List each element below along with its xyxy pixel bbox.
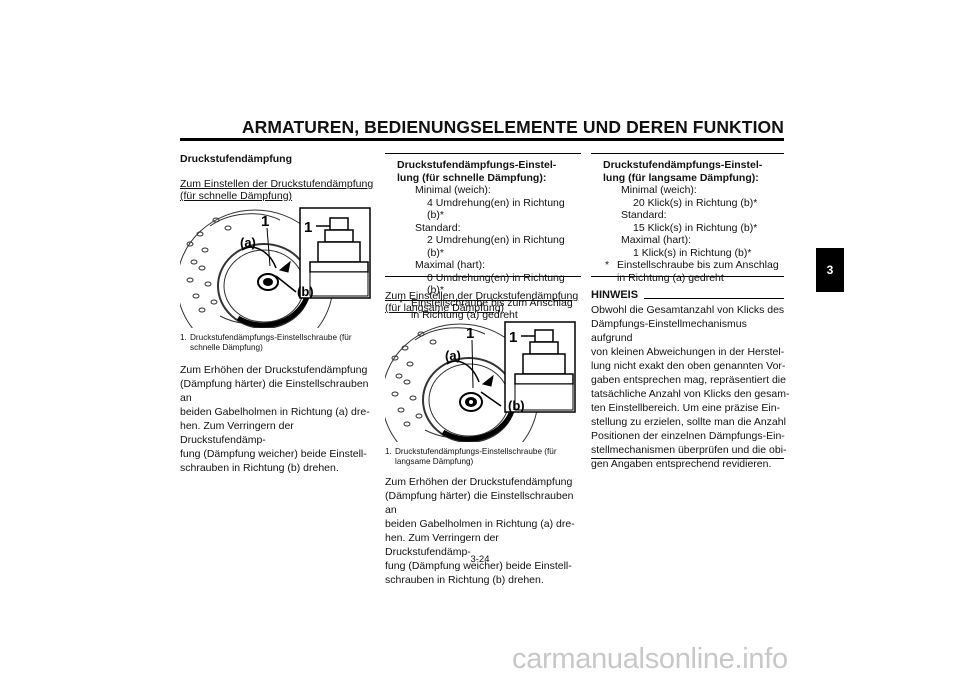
subheading-slow-line1: Zum Einstellen der Druckstufendämpfung	[385, 290, 579, 302]
callout-1-inset: 1	[509, 329, 517, 346]
body-line: hen. Zum Verringern der Druckstufendämp-	[180, 420, 294, 446]
hinweis-top-rule	[644, 298, 784, 299]
hinweis-bottom-rule	[591, 458, 784, 459]
callout-b: (b)	[297, 284, 314, 299]
spec-min-value: 20 Klick(s) in Richtung (b)*	[633, 196, 758, 209]
caption-number: 1.	[385, 447, 392, 456]
hinweis-line: von kleinen Abweichungen in der Herstel-	[591, 346, 785, 358]
chapter-tab: 3	[816, 248, 844, 292]
fork-cap-drawing	[441, 392, 516, 442]
caption-line1: Druckstufendämpfungs-Einstellschraube (f…	[395, 447, 557, 456]
spec-box-title-line2: lung (für langsame Dämpfung):	[603, 171, 759, 184]
hinweis-line: gaben entsprechen mag, repräsentiert die	[591, 374, 786, 386]
header-rule	[180, 138, 784, 141]
hinweis-line: stellung zu erzielen, sollte man die Anz…	[591, 416, 786, 428]
body-line: (Dämpfung härter) die Einstellschrauben …	[180, 378, 369, 404]
body-paragraph-slow: Zum Erhöhen der Druckstufendämpfung (Däm…	[385, 475, 585, 587]
body-line: fung (Dämpfung weicher) beide Einstell-	[180, 448, 367, 460]
spec-box-fast-damping: Druckstufendämpfungs-Einstel- lung (für …	[385, 153, 581, 321]
hinweis-line: Dämpfungs-Einstellmechanismus aufgrund	[591, 318, 747, 344]
hinweis-line: lung nicht exakt den oben genannten Vor-	[591, 360, 786, 372]
spec-box-title-line1: Druckstufendämpfungs-Einstel-	[397, 159, 557, 171]
hinweis-line: Positionen der einzelnen Dämpfungs-Ein-	[591, 430, 785, 442]
spec-min-label: Minimal (weich):	[621, 184, 697, 196]
figure-caption-slow: 1.Druckstufendämpfungs-Einstellschraube …	[385, 447, 575, 467]
caption-line2: schnelle Dämpfung)	[190, 343, 263, 352]
callout-a: (a)	[445, 348, 461, 363]
fork-cap-drawing	[236, 273, 311, 328]
body-line: Zum Erhöhen der Druckstufendämpfung	[385, 476, 573, 488]
spec-std-label: Standard:	[621, 209, 667, 221]
callout-1-main: 1	[466, 325, 474, 342]
spec-max-value: 0 Umdrehung(en) in Richtung (b)*	[427, 271, 565, 297]
inset-cap-drawing	[299, 207, 371, 299]
inset-cap-drawing	[504, 321, 576, 413]
callout-b: (b)	[508, 398, 525, 413]
body-line: Zum Erhöhen der Druckstufendämpfung	[180, 364, 368, 376]
spec-max-label: Maximal (hart):	[621, 234, 692, 246]
page-header-title: ARMATUREN, BEDIENUNGSELEMENTE UND DEREN …	[241, 117, 784, 137]
hinweis-line: Obwohl die Gesamtanzahl von Klicks des	[591, 304, 785, 316]
caption-number: 1.	[180, 333, 187, 342]
spec-std-value: 2 Umdrehung(en) in Richtung (b)*	[427, 234, 565, 259]
body-paragraph-fast: Zum Erhöhen der Druckstufendämpfung (Däm…	[180, 363, 380, 475]
spec-std-value: 15 Klick(s) in Richtung (b)*	[633, 221, 758, 234]
hinweis-line: tatsächliche Anzahl von Klicks den gesam…	[591, 388, 790, 400]
fast-damping-adjuster-illustration: 1 1 (a) (b)	[180, 207, 371, 328]
hinweis-label: HINWEIS	[591, 289, 639, 301]
figure-caption-fast: 1.Druckstufendämpfungs-Einstellschraube …	[180, 333, 370, 353]
body-line: schrauben in Richtung (b) drehen.	[385, 574, 544, 586]
spec-note: * Einstellschraube bis zum Anschlag	[397, 297, 581, 310]
hinweis-line: ten Einstellbereich. Um eine präzise Ein…	[591, 402, 781, 414]
spec-note-line2: in Richtung (a) gedreht	[411, 309, 518, 321]
spec-note-asterisk: *	[399, 296, 404, 309]
caption-line2: langsame Dämpfung)	[395, 457, 474, 466]
body-line: hen. Zum Verringern der Druckstufendämp-	[385, 532, 499, 558]
section-heading: Druckstufendämpfung	[180, 153, 293, 165]
spec-min-value: 4 Umdrehung(en) in Richtung (b)*	[427, 196, 565, 222]
spec-note-continued: in Richtung (a) gedreht	[603, 272, 784, 285]
spec-note-line2: in Richtung (a) gedreht	[617, 271, 724, 284]
spec-note: * Einstellschraube bis zum Anschlag	[603, 259, 784, 272]
callout-1-inset: 1	[304, 219, 312, 236]
callout-1-main: 1	[261, 213, 269, 230]
spec-box-title-line2: lung (für schnelle Dämpfung):	[397, 171, 547, 184]
spec-note-continued: in Richtung (a) gedreht	[397, 309, 581, 322]
spec-box-title-line1: Druckstufendämpfungs-Einstel-	[603, 159, 763, 171]
subheading-fast-line1: Zum Einstellen der Druckstufendämpfung	[180, 178, 374, 190]
body-line: (Dämpfung härter) die Einstellschrauben …	[385, 490, 574, 516]
chapter-tab-number: 3	[826, 263, 834, 277]
subheading-slow-line2: (für langsame Dämpfung)	[385, 302, 505, 314]
hinweis-line: gen Angaben entsprechend revidieren.	[591, 458, 772, 470]
body-line: beiden Gabelholmen in Richtung (a) dre-	[180, 406, 370, 418]
spec-note-line1: Einstellschraube bis zum Anschlag	[411, 296, 573, 309]
spec-box-slow-damping: Druckstufendämpfungs-Einstel- lung (für …	[591, 153, 784, 284]
body-line: beiden Gabelholmen in Richtung (a) dre-	[385, 518, 575, 530]
hinweis-line: stellmechanismen überprüfen und die obi-	[591, 444, 787, 456]
subheading-fast-line2: (für schnelle Dämpfung)	[180, 190, 293, 202]
spec-min-label: Minimal (weich):	[415, 184, 491, 196]
slow-damping-adjuster-illustration: 1 1 (a) (b)	[385, 321, 576, 442]
page-number: 3-24	[470, 554, 490, 565]
leader-lines	[446, 339, 502, 407]
callout-a: (a)	[240, 235, 256, 250]
hinweis-text: Obwohl die Gesamtanzahl von Klicks des D…	[591, 303, 791, 471]
spec-max-label: Maximal (hart):	[415, 259, 486, 271]
watermark: carmanualsonline.info	[512, 643, 788, 675]
spec-std-label: Standard:	[415, 221, 461, 234]
leader-lines	[241, 227, 297, 293]
spec-note-line1: Einstellschraube bis zum Anschlag	[617, 259, 779, 271]
body-line: fung (Dämpfung weicher) beide Einstell-	[385, 560, 572, 572]
caption-line1: Druckstufendämpfungs-Einstellschraube (f…	[190, 333, 352, 342]
body-line: schrauben in Richtung (b) drehen.	[180, 462, 339, 474]
spec-note-asterisk: *	[605, 259, 610, 271]
spec-max-value: 1 Klick(s) in Richtung (b)*	[633, 246, 752, 259]
